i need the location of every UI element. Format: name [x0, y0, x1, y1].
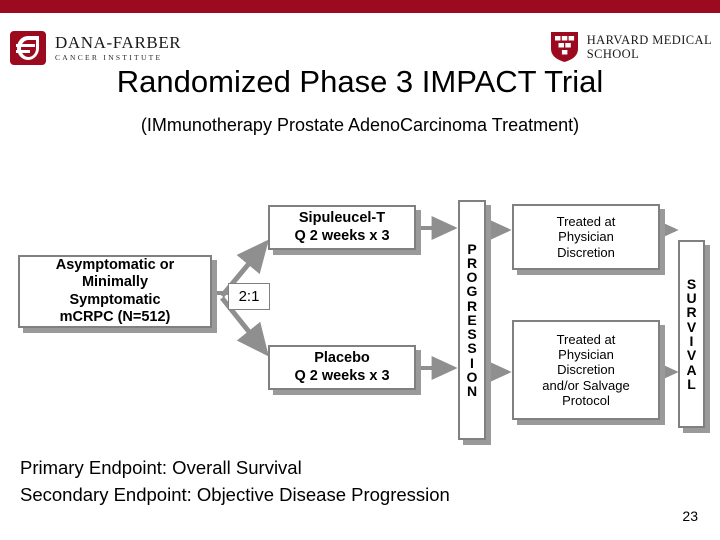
population-line-2: Minimally — [81, 274, 149, 291]
post-progression-lower-line-4: and/or Salvage — [542, 377, 630, 393]
page-title: Randomized Phase 3 IMPACT Trial — [116, 64, 604, 99]
progression-letter: E — [467, 311, 477, 328]
population-box: Asymptomatic or Minimally Symptomatic mC… — [18, 255, 212, 328]
survival-letter: V — [686, 318, 697, 335]
dana-farber-logo: DANA-FARBER CANCER INSTITUTE — [10, 31, 181, 65]
population-line-3: Symptomatic — [69, 291, 161, 308]
progression-letter: O — [466, 368, 478, 385]
progression-letter: S — [467, 340, 477, 357]
harvard-name-line1: HARVARD MEDICAL — [586, 32, 712, 47]
control-arm-line-2: Q 2 weeks x 3 — [294, 367, 390, 384]
slide-number: 23 — [682, 508, 698, 524]
survival-letter: R — [686, 304, 697, 321]
dana-farber-mark-icon — [10, 31, 46, 65]
survival-letter: A — [686, 361, 697, 378]
experimental-arm-line-2: Q 2 weeks x 3 — [294, 227, 390, 244]
progression-letter: R — [466, 254, 478, 271]
harvard-name-line2: SCHOOL — [586, 47, 640, 61]
progression-letter: I — [470, 354, 474, 371]
survival-letter: U — [686, 290, 697, 307]
survival-letter: S — [686, 275, 697, 292]
header-logo-zone: DANA-FARBER CANCER INSTITUTE HARVARD MED… — [0, 13, 720, 65]
progression-letter: P — [467, 240, 477, 257]
post-progression-upper-line-3: Discretion — [557, 244, 615, 260]
progression-letter: S — [467, 326, 477, 343]
control-arm-line-1: Placebo — [314, 350, 370, 367]
experimental-arm-line-1: Sipuleucel-T — [298, 210, 386, 227]
progression-letter: G — [466, 283, 478, 300]
survival-letter: V — [686, 347, 697, 364]
page-subtitle: (IMmunotherapy Prostate AdenoCarcinoma T… — [140, 115, 580, 135]
post-progression-experimental-box: Treated at Physician Discretion — [512, 204, 660, 270]
post-progression-lower-line-2: Physician — [558, 347, 614, 362]
header-color-band — [0, 0, 720, 13]
survival-letter: L — [687, 375, 696, 392]
dana-farber-name: DANA-FARBER — [55, 33, 182, 53]
progression-letter: R — [466, 297, 478, 314]
primary-endpoint: Primary Endpoint: Overall Survival — [20, 457, 302, 478]
progression-letter: N — [466, 383, 478, 400]
survival-letter: I — [689, 333, 694, 349]
progression-letter: O — [466, 269, 478, 286]
dana-farber-subtitle: CANCER INSTITUTE — [55, 53, 163, 63]
post-progression-lower-line-1: Treated at — [556, 331, 616, 347]
post-progression-lower-line-5: Protocol — [562, 392, 610, 408]
post-progression-lower-line-3: Discretion — [557, 362, 615, 378]
harvard-shield-icon — [550, 32, 578, 62]
experimental-arm-box: Sipuleucel-T Q 2 weeks x 3 — [268, 205, 416, 250]
post-progression-control-box: Treated at Physician Discretion and/or S… — [512, 320, 660, 420]
survival-column: S U R V I V A L — [678, 240, 705, 428]
harvard-medical-school-logo: HARVARD MEDICAL SCHOOL — [550, 31, 712, 63]
control-arm-box: Placebo Q 2 weeks x 3 — [268, 345, 416, 390]
post-progression-upper-line-1: Treated at — [556, 214, 616, 229]
population-line-1: Asymptomatic or — [55, 257, 175, 274]
post-progression-upper-line-2: Physician — [558, 229, 614, 245]
endpoints-text: Primary Endpoint: Overall Survival Secon… — [20, 455, 450, 509]
population-line-4: mCRPC (N=512) — [59, 308, 171, 325]
progression-column: P R O G R E S S I O N — [458, 200, 486, 440]
randomization-ratio-label: 2:1 — [228, 283, 270, 310]
secondary-endpoint: Secondary Endpoint: Objective Disease Pr… — [20, 483, 450, 505]
